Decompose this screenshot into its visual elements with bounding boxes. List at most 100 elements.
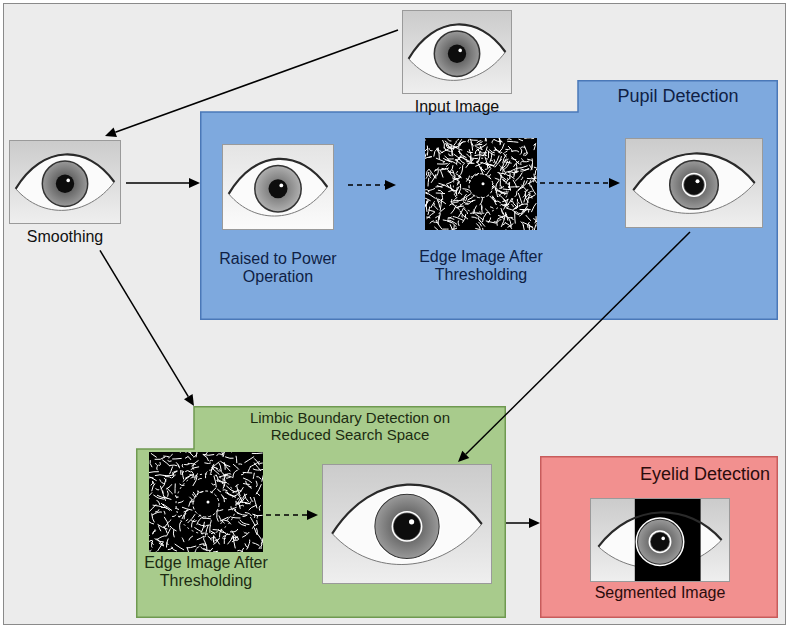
sclera xyxy=(16,154,115,210)
image-step: Input Image xyxy=(398,6,516,120)
highlight xyxy=(458,49,462,53)
image-caption: Raised to Power Operation xyxy=(208,250,348,287)
arrow-head xyxy=(184,394,194,406)
green-stage-panel: Limbic Boundary Detection on Reduced Sea… xyxy=(136,406,506,618)
iris-group xyxy=(637,519,682,564)
iris xyxy=(375,494,440,559)
image-step: Segmented Image xyxy=(580,496,740,606)
connector-arrow xyxy=(126,182,189,184)
arrow-head xyxy=(105,128,117,137)
highlight xyxy=(207,501,210,504)
pupil-boundary xyxy=(649,531,670,552)
image-caption: Edge Image After Thresholding xyxy=(396,248,566,285)
iris xyxy=(434,31,479,76)
highlight xyxy=(482,182,485,185)
eye-image xyxy=(402,10,512,94)
eye-image xyxy=(9,140,121,224)
pupil xyxy=(56,175,74,193)
edge-background xyxy=(149,452,263,552)
image-border xyxy=(223,145,334,230)
eye-image xyxy=(590,498,730,582)
eyelid xyxy=(229,159,328,194)
connector-arrow xyxy=(506,522,529,524)
image-caption: Smoothing xyxy=(4,228,126,246)
sclera xyxy=(332,485,482,565)
panel-shape xyxy=(137,407,506,618)
limbic-edge xyxy=(176,474,236,534)
image-caption: Edge Image After Thresholding xyxy=(138,554,274,591)
highlight xyxy=(696,179,700,183)
blue-stage-panel: Pupil DetectionRaised to Power Operation… xyxy=(200,80,778,320)
image-caption: Segmented Image xyxy=(580,584,740,602)
eyelid xyxy=(16,154,115,188)
iris-group xyxy=(670,161,719,210)
arrow-head xyxy=(189,178,200,188)
edge-strokes xyxy=(425,138,537,230)
image-border xyxy=(403,11,512,94)
image-border xyxy=(323,465,492,584)
panel-shape xyxy=(201,81,778,320)
iris xyxy=(42,161,87,206)
skin xyxy=(590,498,730,582)
panel-shape xyxy=(541,457,778,618)
limbic-edge xyxy=(453,158,508,213)
panel-title: Limbic Boundary Detection on Reduced Sea… xyxy=(230,409,470,444)
highlight xyxy=(409,519,414,524)
arrow-head xyxy=(529,518,540,528)
pupil-area xyxy=(470,175,492,197)
panel-title: Pupil Detection xyxy=(578,86,778,107)
mask-band xyxy=(635,498,701,582)
pupil xyxy=(684,175,704,195)
eye-image xyxy=(625,138,763,228)
iris xyxy=(637,519,682,564)
pupil xyxy=(394,513,420,539)
iris xyxy=(670,161,719,210)
highlight xyxy=(661,537,665,541)
image-border xyxy=(626,139,763,228)
iris-group xyxy=(42,161,87,206)
pupil xyxy=(651,533,669,551)
red-stage-panel: Eyelid DetectionSegmented Image xyxy=(540,456,778,618)
pupil-edge xyxy=(193,491,219,517)
skin xyxy=(402,10,512,94)
limbic-boundary xyxy=(374,493,441,560)
image-border xyxy=(10,141,121,224)
iris-group xyxy=(434,31,479,76)
edge-image xyxy=(425,138,537,230)
image-step: Edge Image After Thresholding xyxy=(396,134,566,289)
pupil-edge xyxy=(469,174,493,198)
sclera xyxy=(409,24,506,80)
eye-image xyxy=(322,464,492,584)
image-step: Edge Image After Thresholding xyxy=(138,448,274,595)
eyelid xyxy=(332,485,482,534)
eyelid xyxy=(633,153,754,190)
edge-strokes xyxy=(149,452,263,552)
connector-arrow xyxy=(100,250,188,396)
iris xyxy=(255,166,301,212)
eyelid xyxy=(409,24,506,58)
skin xyxy=(222,144,334,230)
limbic-boundary xyxy=(636,518,683,565)
skin xyxy=(322,464,492,584)
pupil xyxy=(269,179,288,198)
panel-title: Eyelid Detection xyxy=(610,464,770,485)
image-step: Smoothing xyxy=(4,136,126,250)
image-caption: Input Image xyxy=(398,98,516,116)
iris-group xyxy=(255,166,301,212)
skin xyxy=(9,140,121,224)
pupil-area xyxy=(194,492,218,516)
highlight xyxy=(279,184,283,188)
eye-image xyxy=(222,144,334,230)
skin xyxy=(625,138,763,228)
highlight xyxy=(66,179,70,183)
edge-image xyxy=(149,452,263,552)
image-step: Raised to Power Operation xyxy=(208,140,348,291)
pupil-boundary xyxy=(392,512,421,541)
sclera xyxy=(598,512,721,568)
image-border xyxy=(591,499,730,582)
sclera xyxy=(633,153,754,213)
sclera xyxy=(229,159,328,216)
pupil xyxy=(448,45,466,63)
iris-group xyxy=(375,494,440,559)
